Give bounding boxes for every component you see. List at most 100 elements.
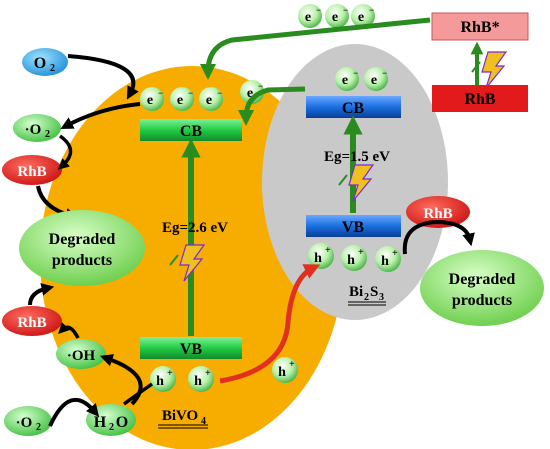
svg-text:e: e	[358, 10, 364, 25]
bi2s3-label: Bi 2 S 3	[348, 284, 386, 306]
svg-text:2: 2	[364, 292, 369, 303]
superoxide-cycle-arrow	[48, 397, 100, 427]
o2-reduction-arrow	[67, 54, 139, 100]
rhb-to-products-arrow	[28, 283, 55, 306]
hole-bivo4-vb: h +	[188, 366, 214, 392]
hole-transfer-arrow	[219, 264, 321, 384]
svg-text:e: e	[247, 86, 253, 101]
svg-text:e: e	[177, 93, 183, 108]
svg-text:h: h	[156, 374, 164, 389]
rhb-molecule	[406, 196, 470, 228]
degraded-products-left-line1: Degraded	[49, 231, 116, 248]
bi2s3-to-bivo4-cb-arrow	[238, 86, 306, 126]
svg-text:h: h	[347, 253, 355, 268]
electron-bivo4-cb: e −	[170, 87, 194, 111]
svg-text:−: −	[217, 88, 222, 98]
hole-to-rhb-arrow	[402, 219, 475, 255]
bivo4-label: BiVO 4	[158, 408, 208, 429]
rhb-label: RhB	[17, 315, 46, 331]
svg-text:e: e	[147, 93, 153, 108]
svg-text:BiVO: BiVO	[162, 408, 198, 424]
svg-text:3: 3	[379, 292, 384, 303]
bi2s3-cb-label: CB	[342, 100, 365, 117]
rhb-star-box	[431, 12, 529, 41]
svg-text:2: 2	[36, 422, 41, 433]
superoxide-label: ·O	[16, 415, 33, 431]
lightning-icon	[169, 244, 206, 282]
svg-text:h: h	[278, 365, 286, 380]
hole-bi2s3-vb: h +	[341, 245, 367, 271]
svg-text:h: h	[381, 254, 389, 269]
rhb-to-bivo4-arrow	[200, 17, 431, 80]
hydroxyl-to-rhb-arrow	[58, 322, 80, 339]
svg-text:−: −	[316, 5, 321, 15]
svg-text:−: −	[158, 88, 163, 98]
degraded-products-right-line2: products	[452, 292, 512, 309]
superoxide-radical	[13, 114, 61, 142]
svg-text:+: +	[289, 359, 295, 370]
svg-text:−: −	[188, 88, 193, 98]
svg-text:Bi: Bi	[349, 284, 363, 300]
electron-bi2s3-cb: e −	[335, 67, 359, 91]
svg-text:−: −	[369, 5, 374, 15]
svg-text:2: 2	[45, 129, 50, 140]
electron-to-o2-arrow	[60, 102, 141, 129]
rhb-label: RhB	[423, 206, 452, 222]
lightning-icon	[338, 164, 375, 202]
svg-text:4: 4	[201, 416, 206, 427]
bi2s3-vb-band	[306, 215, 401, 237]
svg-text:+: +	[358, 247, 364, 258]
hydroxyl-radical	[56, 339, 106, 369]
hole-bi2s3-vb: h +	[375, 246, 401, 272]
bi2s3-vb-label: VB	[342, 219, 365, 236]
svg-text:−: −	[258, 81, 263, 91]
degraded-products-left	[19, 210, 145, 286]
svg-text:−: −	[353, 68, 358, 78]
bi2s3-band-gap: Eg=1.5 eV	[324, 149, 390, 165]
superoxide-to-rhb-arrow	[57, 134, 73, 170]
bivo4-band-gap: Eg=2.6 eV	[162, 220, 228, 236]
electron-transfer: e −	[298, 4, 322, 28]
svg-text:e: e	[342, 73, 348, 88]
hole-bivo4-vb: h +	[150, 366, 176, 392]
hole-bi2s3-vb: h +	[308, 243, 334, 269]
electron-bivo4-cb: e −	[140, 87, 164, 111]
electron-bivo4-cb: e −	[199, 87, 223, 111]
degraded-products-right-line1: Degraded	[449, 271, 516, 288]
svg-text:e: e	[371, 73, 377, 88]
svg-text:O: O	[116, 414, 128, 431]
electron-transfer: e −	[351, 4, 375, 28]
svg-text:h: h	[194, 374, 202, 389]
bi2s3-cb-band	[306, 96, 401, 118]
hydroxyl-label: ·OH	[67, 348, 96, 364]
svg-text:+: +	[392, 248, 398, 259]
svg-text:−: −	[382, 68, 387, 78]
bivo4-cb-label: CB	[180, 123, 203, 140]
o2-molecule	[22, 48, 68, 76]
svg-text:2: 2	[50, 63, 55, 74]
svg-text:−: −	[343, 5, 348, 15]
svg-text:e: e	[206, 93, 212, 108]
svg-text:S: S	[370, 284, 378, 300]
rhb-molecule	[2, 306, 62, 336]
svg-text:2: 2	[109, 422, 114, 433]
rhb-molecule	[2, 155, 62, 185]
bivo4-vb-label: VB	[180, 341, 203, 358]
svg-text:+: +	[205, 368, 211, 379]
electron-bivo4-cb: e −	[240, 80, 264, 104]
hole-to-water-arrow	[122, 382, 154, 406]
superoxide-label: ·O	[25, 122, 42, 138]
o2-label: O	[34, 55, 46, 72]
superoxide-radical	[4, 406, 52, 436]
bivo4-vb-band	[140, 337, 242, 359]
rhb-star-label: RhB*	[460, 19, 499, 36]
degraded-products-right	[420, 250, 544, 326]
svg-text:h: h	[314, 251, 322, 266]
rhb-ground-box	[432, 85, 528, 112]
bivo4-cb-band	[140, 119, 242, 141]
electron-bi2s3-cb: e −	[364, 67, 388, 91]
electron-transfer: e −	[325, 4, 349, 28]
water-to-hydroxyl-arrow	[99, 354, 143, 406]
svg-text:e: e	[332, 10, 338, 25]
